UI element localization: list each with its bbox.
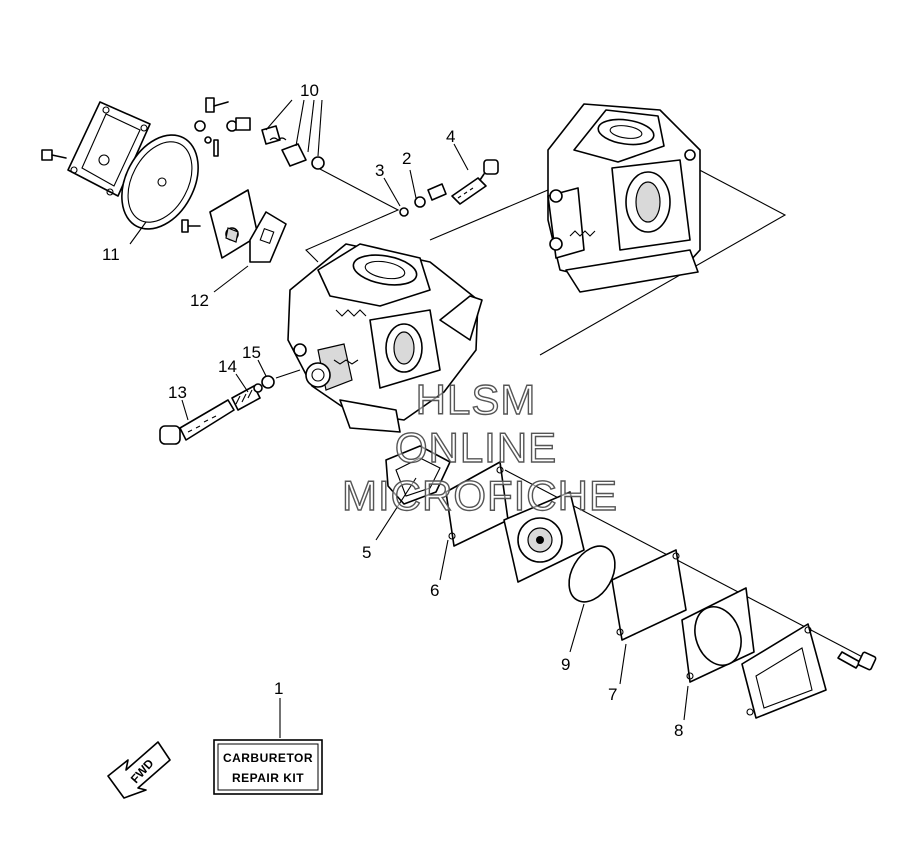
diaphragm-plate-part-8	[681, 587, 755, 683]
callout-12: 12	[190, 291, 209, 310]
callout-10: 10	[300, 81, 319, 100]
fwd-arrow-icon: FWD	[107, 741, 171, 799]
repair-kit-line2: REPAIR KIT	[232, 771, 304, 785]
callout-2: 2	[402, 149, 411, 168]
o-ring-part-3	[399, 207, 409, 217]
callout-6: 6	[430, 581, 439, 600]
callout-11: 11	[102, 245, 120, 264]
gasket-part-12	[249, 211, 287, 263]
callout-8: 8	[674, 721, 683, 740]
fuel-pump-cover	[741, 623, 827, 719]
small-pins-group	[181, 97, 251, 233]
screw-part-4	[451, 159, 499, 205]
callout-9: 9	[561, 655, 570, 674]
spring-part-2-area	[414, 183, 447, 208]
o-ring-part-15	[253, 375, 275, 393]
pump-fitting-part-10	[261, 125, 325, 170]
watermark-line1: HLSM	[416, 376, 537, 423]
upper-right-carburetor-body	[547, 103, 701, 293]
callout-5: 5	[362, 543, 371, 562]
repair-kit-box: CARBURETOR REPAIR KIT	[213, 739, 323, 795]
pump-body	[209, 189, 259, 259]
callout-15: 15	[242, 343, 261, 362]
diaphragm-part-11	[121, 134, 199, 230]
screw-left	[41, 149, 67, 161]
callout-4: 4	[446, 127, 455, 146]
main-carburetor-body	[287, 243, 483, 433]
fuel-pump-body	[503, 491, 585, 583]
bolt-right	[837, 651, 877, 671]
watermark: HLSM ONLINE MICROFICHE	[341, 375, 618, 519]
callout-3: 3	[375, 161, 384, 180]
callout-14: 14	[218, 357, 237, 376]
callout-leaders	[129, 99, 689, 738]
callout-1: 1	[274, 679, 283, 698]
callout-13: 13	[168, 383, 187, 402]
callout-7: 7	[608, 685, 617, 704]
watermark-line2: ONLINE	[395, 424, 557, 471]
gasket-part-5	[385, 445, 451, 505]
carburetor-top-cover	[67, 101, 151, 197]
gasket-part-7	[611, 549, 687, 641]
o-ring-part-9	[568, 545, 616, 603]
repair-kit-line1: CARBURETOR	[223, 751, 313, 765]
watermark-line3: MICROFICHE	[342, 472, 618, 519]
screw-part-13	[159, 399, 235, 445]
callout-numbers: 1 2 3 4 5 6 7 8 9 10 11 12 13 14 15	[102, 81, 683, 740]
